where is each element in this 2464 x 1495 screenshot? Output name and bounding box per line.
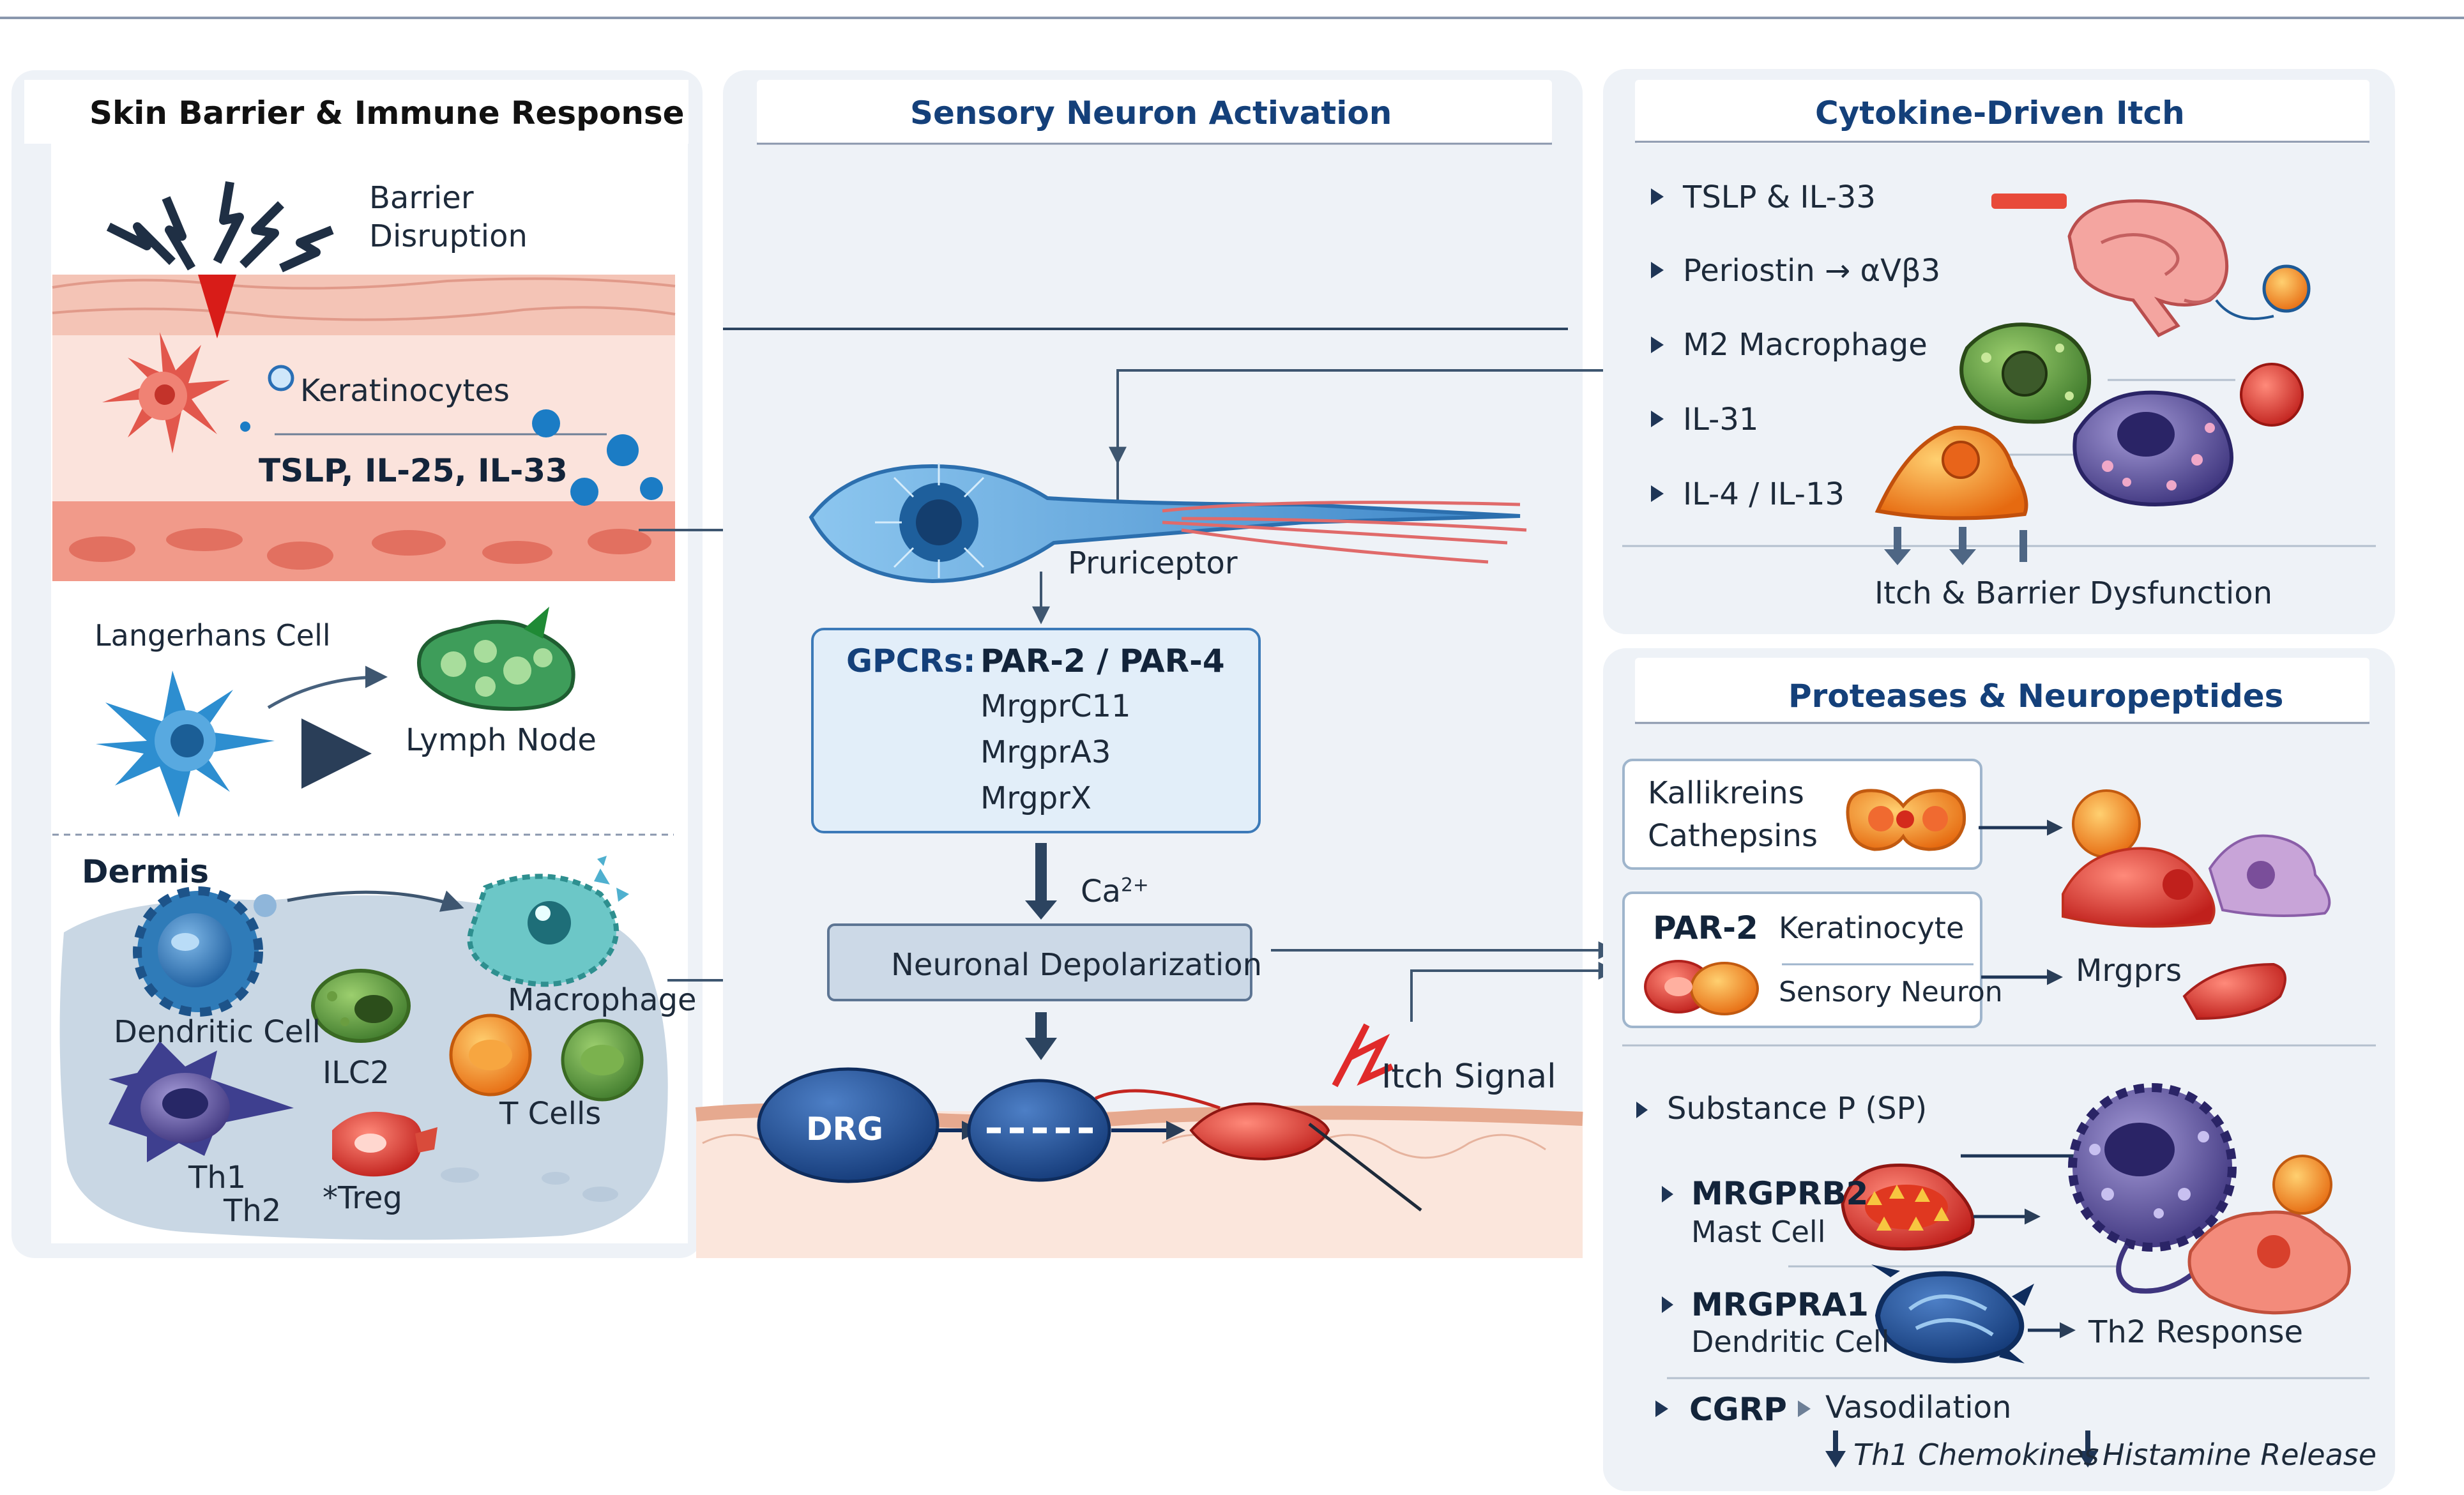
- mast-cell-label: Mast Cell: [1691, 1215, 1826, 1249]
- t-cells-label: T Cells: [499, 1096, 602, 1132]
- calcium-charge: 2+: [1120, 874, 1149, 897]
- lymph-node-shape: [417, 607, 575, 711]
- macrophage-label: Macrophage: [508, 982, 697, 1018]
- sensory-panel: [695, 70, 1623, 1258]
- langerhans-cell: [96, 671, 275, 817]
- keratinocyte-label: Keratinocyte: [1779, 911, 1965, 945]
- pink-cell: [2187, 1155, 2351, 1315]
- gpcr-4: MrgprX: [980, 780, 1091, 816]
- skin-panel: [11, 70, 788, 1258]
- calcium-label: Ca2+: [1081, 876, 1149, 907]
- keratinocytes-label: Keratinocytes: [300, 373, 510, 409]
- gpcr-3: MrgprA3: [980, 734, 1111, 770]
- drg-label: DRG: [806, 1111, 884, 1148]
- cytokine-panel-title: Cytokine-Driven Itch: [1815, 95, 2185, 132]
- barrier-disruption-label: Barrier Disruption: [369, 180, 528, 254]
- mrgprb2-label: MRGPRB2: [1691, 1175, 1869, 1212]
- mast-cell: [1841, 1163, 1975, 1251]
- orange-cell: [1875, 425, 2028, 520]
- calcium-text: Ca: [1081, 874, 1121, 909]
- cgrp-label: CGRP: [1689, 1391, 1787, 1428]
- cytokine-item-3: M2 Macrophage: [1683, 327, 1928, 363]
- lymph-node-label: Lymph Node: [406, 722, 597, 758]
- histamine-label: Histamine Release: [2103, 1438, 2377, 1472]
- ilc2-cell: [311, 969, 411, 1043]
- large-dendritic-cell: [2068, 1083, 2237, 1294]
- gpcr-2: MrgprC11: [980, 688, 1131, 724]
- cytokines-label: TSLP, IL-25, IL-33: [259, 452, 568, 489]
- cytokine-item-4: IL-31: [1683, 402, 1759, 437]
- cytokine-item-2: Periostin → αVβ3: [1683, 253, 1941, 289]
- cytokine-item-5: IL-4 / IL-13: [1683, 476, 1845, 512]
- dermis-label: Dermis: [82, 853, 209, 890]
- keratinocyte-cell: [102, 332, 230, 453]
- vasodilation-label: Vasodilation: [1825, 1390, 2012, 1425]
- langerhans-label: Langerhans Cell: [95, 618, 331, 653]
- sensory-panel-title: Sensory Neuron Activation: [910, 95, 1392, 132]
- kallikreins-label: Kallikreins: [1648, 775, 1804, 811]
- treg-cell: [332, 1111, 437, 1177]
- th1-chemokines-label: Th1 Chemokines: [1853, 1438, 2099, 1472]
- brain-illustration: [2067, 199, 2311, 338]
- depolarization-label: Neuronal Depolarization: [891, 947, 1263, 983]
- cytokine-outcome-label: Itch & Barrier Dysfunction: [1875, 575, 2273, 611]
- itch-signal-label: Itch Signal: [1381, 1058, 1556, 1096]
- dendritic-cell-label: Dendritic Cell: [114, 1014, 321, 1050]
- substance-p-label: Substance P (SP): [1667, 1091, 1928, 1127]
- ilc2-label: ILC2: [323, 1055, 390, 1091]
- par2-label: PAR-2: [1653, 909, 1758, 946]
- th2-label: Th2: [224, 1193, 282, 1229]
- macrophage-cell: [467, 856, 629, 987]
- mrgprs-label: Mrgprs: [2076, 953, 2182, 989]
- treg-label: *Treg: [323, 1180, 402, 1216]
- dermis-dendritic-cell: [133, 886, 263, 1017]
- mrgpra1-label: MRGPRA1: [1691, 1286, 1869, 1323]
- sensory-neuron-label: Sensory Neuron: [1779, 976, 2003, 1008]
- m2-macrophage-cell: [1959, 323, 2092, 424]
- purple-immune-cell: [2072, 390, 2233, 506]
- pruriceptor-label: Pruriceptor: [1068, 545, 1238, 581]
- th2-response-label: Th2 Response: [2088, 1314, 2304, 1350]
- kallikrein-cells: [1846, 789, 1966, 851]
- pruriceptor-neuron: [809, 463, 1527, 584]
- cathepsins-label: Cathepsins: [1648, 818, 1818, 854]
- proteases-panel-title: Proteases & Neuropeptides: [1788, 678, 2284, 715]
- proteases-panel: [1603, 648, 2395, 1491]
- gpcr-1: PAR-2 / PAR-4: [980, 642, 1225, 679]
- cytokine-item-1: TSLP & IL-33: [1683, 179, 1876, 215]
- mrgpra1-dendritic-cell: [1871, 1264, 2034, 1363]
- gpcr-label: GPCRs:: [846, 642, 976, 679]
- th1-label: Th1: [188, 1160, 247, 1195]
- dendritic-cell-label-2: Dendritic Cell: [1691, 1324, 1890, 1359]
- skin-panel-title: Skin Barrier & Immune Response: [89, 95, 685, 132]
- cytokine-panel: [1603, 69, 2395, 634]
- th-cell: [109, 1041, 294, 1162]
